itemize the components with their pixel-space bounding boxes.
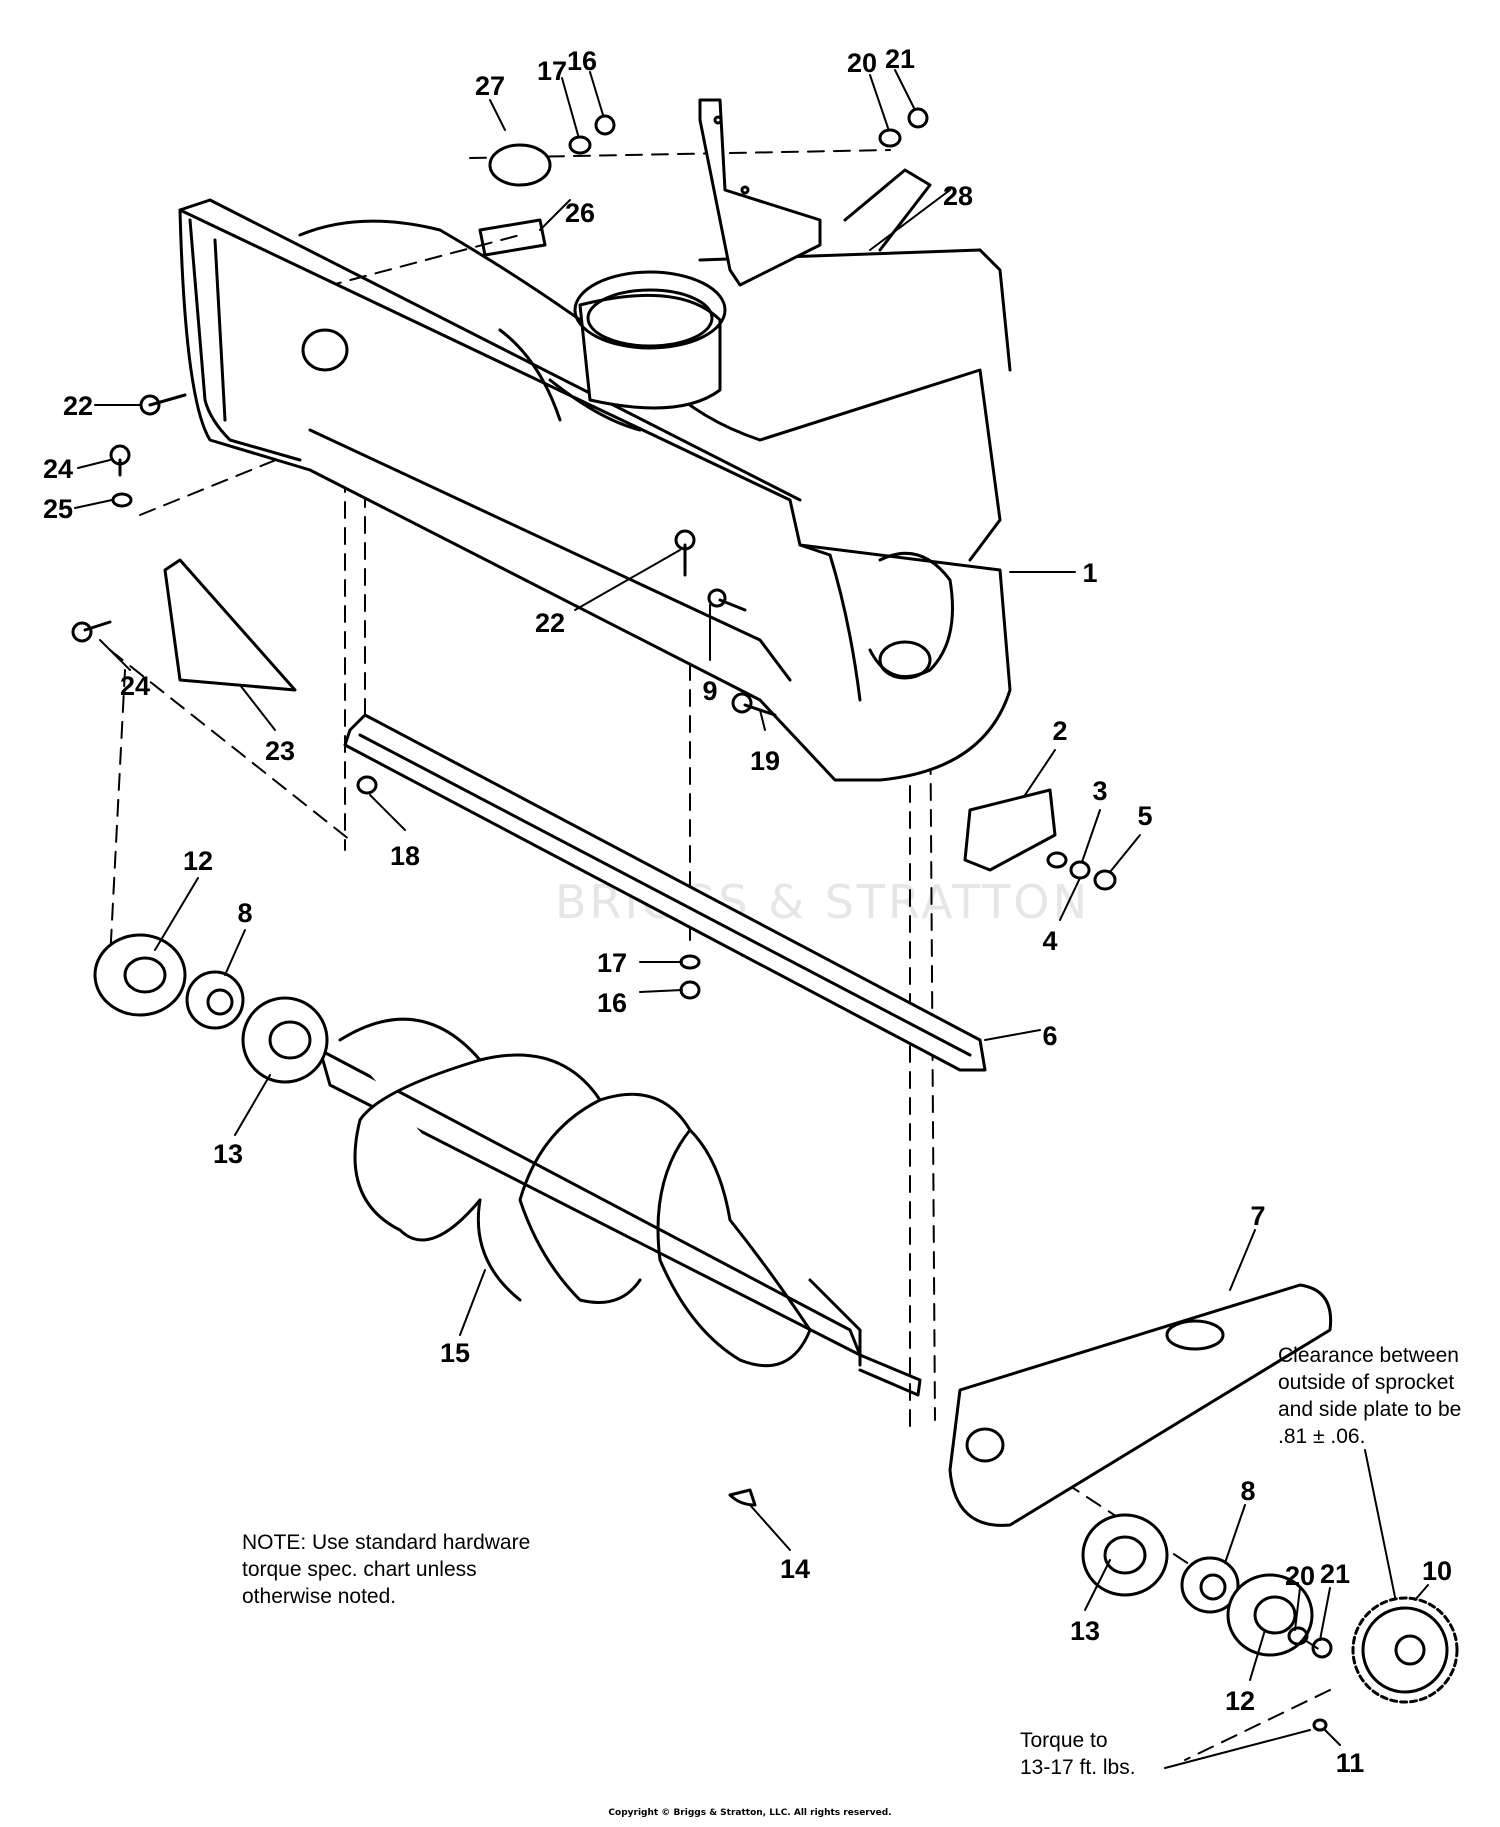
callout-13-left: 13 xyxy=(213,1139,243,1169)
callout-20: 20 xyxy=(847,48,877,78)
callout-19: 19 xyxy=(750,746,780,776)
callout-25: 25 xyxy=(43,494,73,524)
callout-15: 15 xyxy=(440,1338,470,1368)
callout-27: 27 xyxy=(475,71,505,101)
callout-4: 4 xyxy=(1042,926,1057,956)
callout-11: 11 xyxy=(1336,1748,1365,1778)
callout-13-right: 13 xyxy=(1070,1616,1100,1646)
callout-20-right: 20 xyxy=(1285,1561,1315,1591)
callout-26: 26 xyxy=(565,198,595,228)
auger-housing xyxy=(178,168,1012,782)
clearance-note: Clearance between outside of sprocket an… xyxy=(1278,1344,1462,1448)
callout-24-upper: 24 xyxy=(43,454,73,484)
callout-21-right: 21 xyxy=(1320,1559,1350,1589)
callout-22-center: 22 xyxy=(535,608,565,638)
callout-21: 21 xyxy=(885,44,915,74)
callout-28: 28 xyxy=(943,181,973,211)
copyright-line: Copyright © Briggs & Stratton, LLC. All … xyxy=(608,1808,892,1818)
leader-lines xyxy=(74,69,1429,1769)
auger xyxy=(318,1017,922,1397)
callout-17: 17 xyxy=(537,56,567,86)
callout-2: 2 xyxy=(1052,716,1067,746)
callout-8-right: 8 xyxy=(1240,1476,1255,1506)
callout-14: 14 xyxy=(780,1554,810,1584)
callout-7: 7 xyxy=(1250,1201,1265,1231)
callout-17-lower: 17 xyxy=(597,948,627,978)
callout-22-left: 22 xyxy=(63,391,93,421)
callout-9: 9 xyxy=(702,676,717,706)
callout-10: 10 xyxy=(1422,1556,1452,1586)
callout-8-left: 8 xyxy=(237,898,252,928)
callout-12-right: 12 xyxy=(1225,1686,1255,1716)
mounting-bracket xyxy=(698,98,822,287)
callout-6: 6 xyxy=(1042,1021,1057,1051)
callout-16-lower: 16 xyxy=(597,988,627,1018)
callout-24-lower: 24 xyxy=(120,671,150,701)
callout-5: 5 xyxy=(1137,801,1152,831)
callout-18: 18 xyxy=(390,841,420,871)
callout-16: 16 xyxy=(567,46,597,76)
torque-note: Torque to 13-17 ft. lbs. xyxy=(1020,1729,1136,1779)
bearing-flanges xyxy=(93,933,1314,1657)
sprocket xyxy=(1351,1596,1459,1704)
deflector-plate xyxy=(163,558,297,692)
skid-shoe xyxy=(963,788,1057,872)
callout-3: 3 xyxy=(1092,776,1107,806)
callout-12-left: 12 xyxy=(183,846,213,876)
hardware-note: NOTE: Use standard hardware torque spec.… xyxy=(242,1531,531,1608)
callout-23: 23 xyxy=(265,736,295,766)
scraper-bar xyxy=(343,713,987,1072)
callout-1: 1 xyxy=(1082,558,1097,588)
part-callouts: 27 17 16 20 21 26 28 22 24 25 22 1 9 19 … xyxy=(43,44,1452,1778)
side-plate xyxy=(948,1283,1333,1527)
